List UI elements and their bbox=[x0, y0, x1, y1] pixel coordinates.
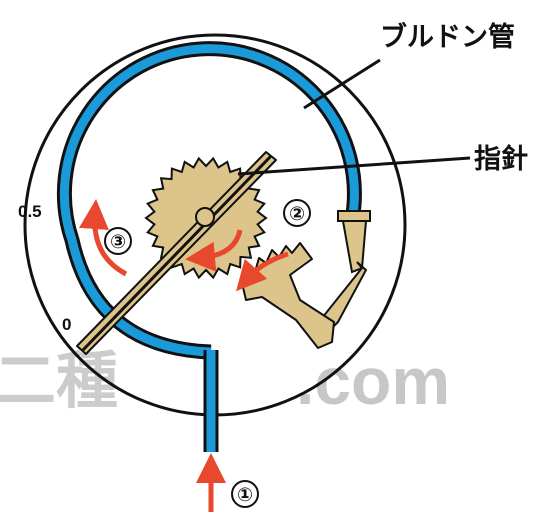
tube-end-link bbox=[320, 210, 371, 332]
bourdon-tube bbox=[56, 41, 362, 452]
scale-label-05: 0.5 bbox=[18, 202, 42, 221]
pointer-rotation-arrow bbox=[78, 199, 128, 277]
tube-leader-line bbox=[303, 58, 381, 110]
step-marker-1: ① bbox=[231, 480, 259, 508]
gear-rotation-arrow bbox=[185, 229, 243, 272]
step-2-label: ② bbox=[289, 203, 305, 225]
step-1-label: ① bbox=[237, 484, 253, 506]
watermark-jp: 二種 bbox=[0, 344, 118, 417]
bourdon-tube-label: ブルドン管 bbox=[380, 21, 515, 53]
scale-label-0: 0 bbox=[62, 315, 71, 334]
step-marker-3: ③ bbox=[104, 227, 132, 255]
step-marker-2: ② bbox=[283, 199, 311, 227]
motion-arrows bbox=[78, 199, 289, 512]
watermark-latin: .com bbox=[296, 344, 450, 418]
step-3-label: ③ bbox=[110, 231, 126, 253]
pointer-label: 指針 bbox=[474, 143, 528, 175]
sector-rotation-arrow bbox=[236, 251, 289, 292]
sector-gear bbox=[241, 242, 335, 349]
pointer-leader-line bbox=[237, 156, 471, 176]
pointer-needle bbox=[76, 151, 277, 355]
